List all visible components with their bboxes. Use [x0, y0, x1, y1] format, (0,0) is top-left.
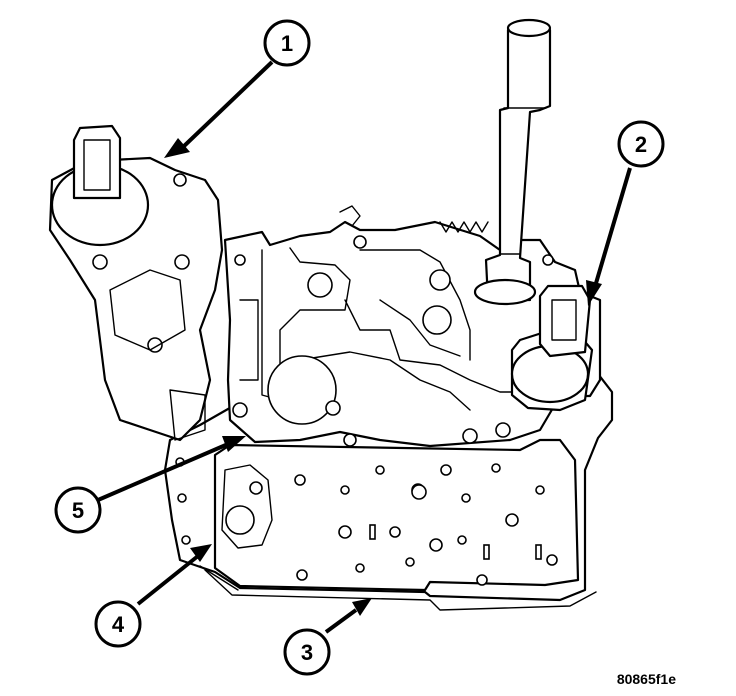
manual-shaft	[473, 18, 552, 306]
callout-5-label: 5	[72, 498, 84, 523]
callout-4-label: 4	[112, 612, 125, 637]
separator-plate	[175, 438, 580, 592]
callout-3-label: 3	[301, 640, 313, 665]
callout-3: 3	[283, 598, 372, 676]
solenoid-assembly	[48, 124, 224, 442]
figure-code: 80865f1e	[617, 671, 676, 687]
callout-2-label: 2	[635, 132, 647, 157]
callout-4: 4	[94, 544, 212, 648]
position-sensor	[510, 284, 594, 412]
callout-1: 1	[164, 19, 311, 158]
callout-2: 2	[586, 120, 665, 306]
callout-5: 5	[54, 436, 246, 534]
callout-1-label: 1	[281, 31, 293, 56]
bolt-heads	[232, 400, 427, 500]
